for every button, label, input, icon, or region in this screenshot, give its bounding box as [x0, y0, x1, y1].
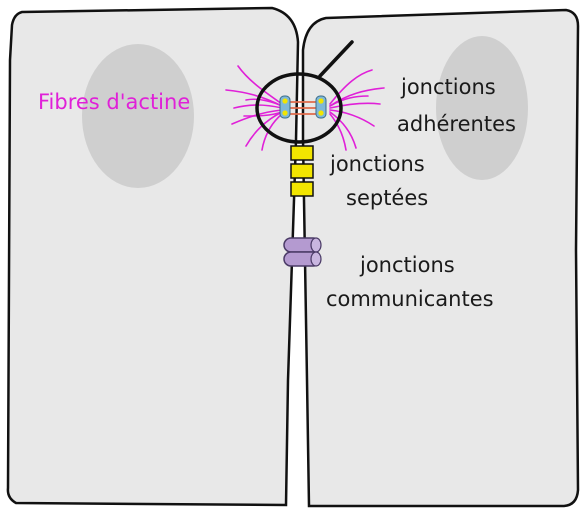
right-nucleus	[436, 36, 528, 180]
left-nucleus	[82, 44, 194, 188]
gap-junctions	[284, 238, 321, 266]
label-adherens-line1: jonctions	[400, 75, 496, 99]
label-gap-line1: jonctions	[359, 253, 455, 277]
label-septate-line1: jonctions	[329, 152, 425, 176]
label-gap-line2: communicantes	[326, 287, 494, 311]
label-adherens-line2: adhérentes	[397, 112, 516, 136]
septate-junctions	[291, 146, 313, 196]
label-septate-line2: septées	[346, 186, 428, 210]
label-actin: Fibres d'actine	[38, 90, 190, 114]
